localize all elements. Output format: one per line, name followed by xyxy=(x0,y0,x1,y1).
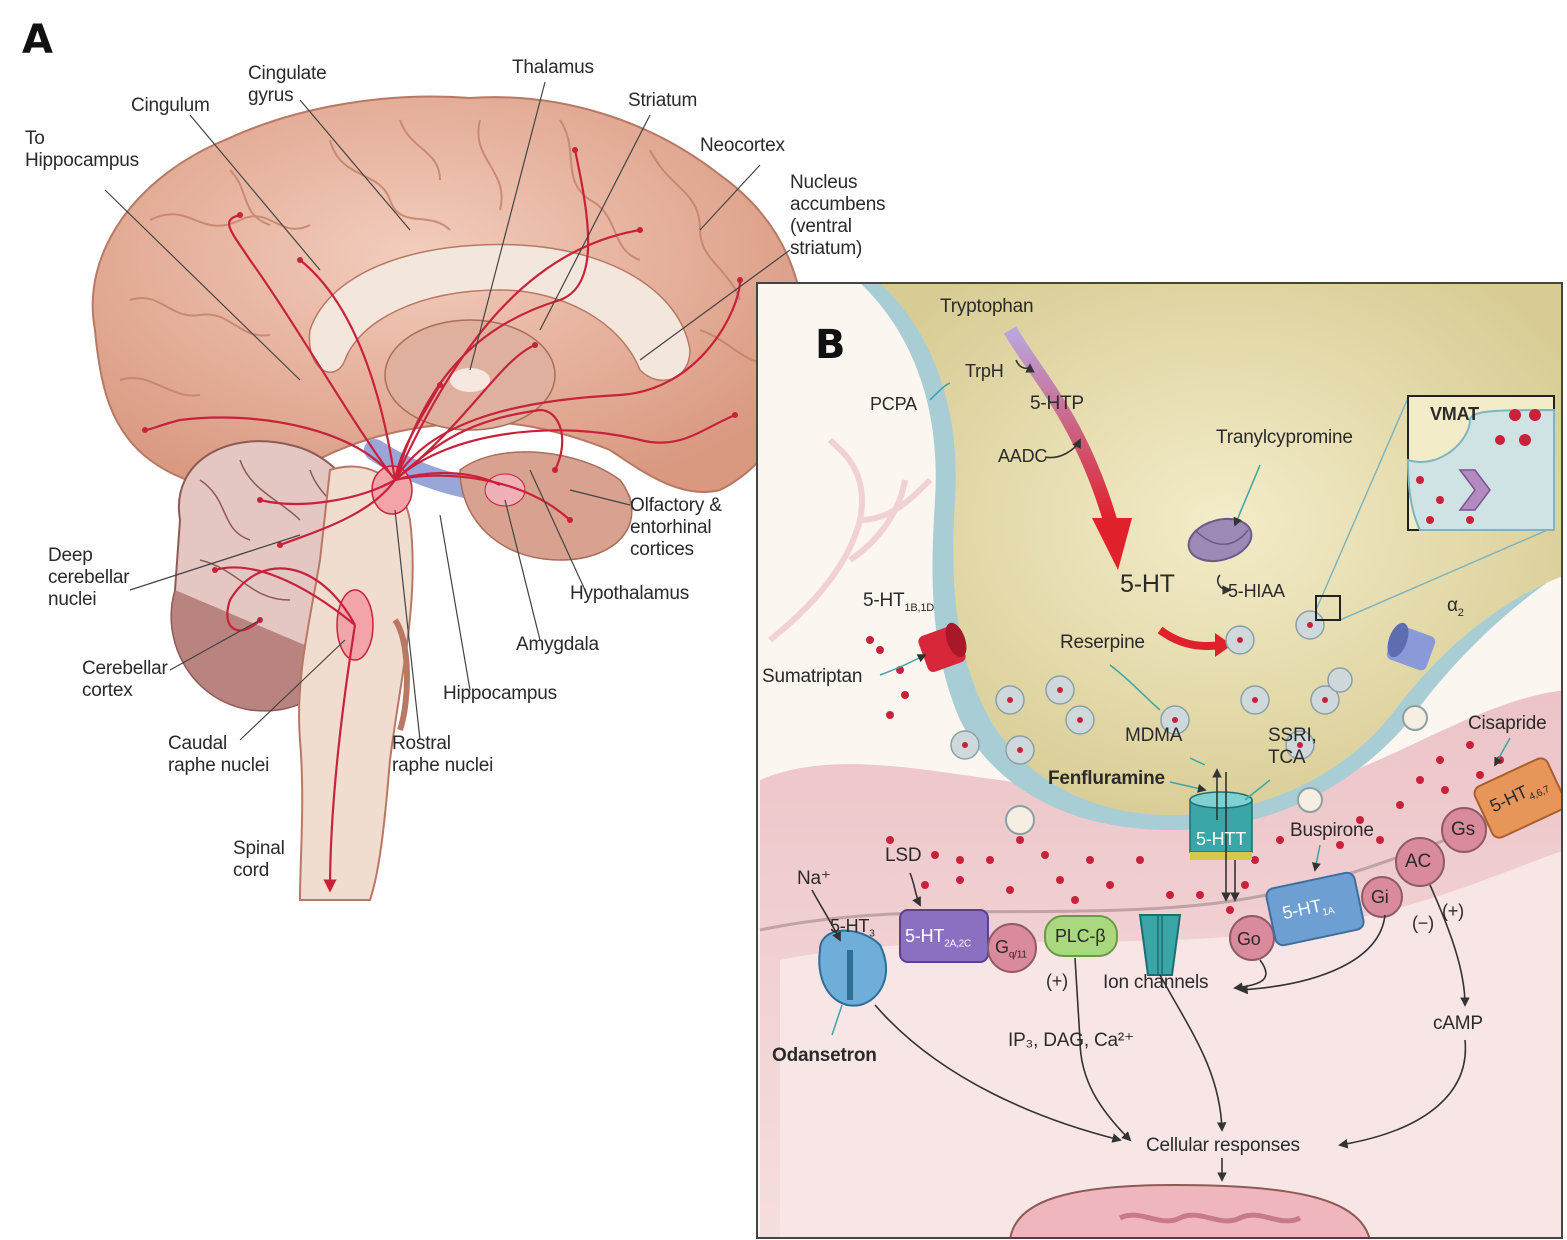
label-cingulate-gyrus: Cingulate gyrus xyxy=(248,63,326,107)
label-striatum: Striatum xyxy=(628,90,697,112)
label-5ht3: 5-HT3 xyxy=(830,915,875,946)
label-nucleus-accumbens: Nucleus accumbens (ventral striatum) xyxy=(790,172,885,260)
label-plus-ac: (+) xyxy=(1442,900,1464,922)
label-buspirone: Buspirone xyxy=(1290,820,1374,842)
label-spinal-cord: Spinal cord xyxy=(233,838,285,882)
label-vmat: VMAT xyxy=(1430,403,1479,425)
label-cingulum: Cingulum xyxy=(131,95,210,117)
label-rostral-raphe: Rostral raphe nuclei xyxy=(392,733,493,777)
label-5htt: 5-HTT xyxy=(1196,828,1246,850)
label-5ht2: 5-HT2A,2C xyxy=(905,925,971,956)
label-olfactory: Olfactory & entorhinal cortices xyxy=(630,495,722,561)
label-mdma: MDMA xyxy=(1125,725,1182,747)
label-gq11: Gq/11 xyxy=(995,936,1027,967)
label-hypothalamus: Hypothalamus xyxy=(570,583,689,605)
label-5ht3-sub: 3 xyxy=(869,929,874,940)
label-camp: cAMP xyxy=(1433,1013,1483,1035)
label-5ht467-sub: 4,6,7 xyxy=(1528,784,1552,803)
label-5hiaa: 5-HIAA xyxy=(1228,580,1285,602)
label-gi: Gi xyxy=(1371,886,1389,908)
label-cellular-responses: Cellular responses xyxy=(1146,1135,1300,1157)
label-plus-plc: (+) xyxy=(1046,970,1068,992)
synapse-panel xyxy=(757,283,1567,1240)
label-lsd: LSD xyxy=(885,845,921,867)
label-fenfluramine: Fenfluramine xyxy=(1048,768,1165,790)
label-amygdala: Amygdala xyxy=(516,634,599,656)
label-tryptophan: Tryptophan xyxy=(940,296,1033,318)
ion-channel xyxy=(1140,915,1180,975)
panel-b-label: B xyxy=(815,325,846,365)
brain-sagittal xyxy=(93,82,804,900)
label-reserpine: Reserpine xyxy=(1060,632,1145,654)
label-hippocampus: Hippocampus xyxy=(443,683,557,705)
label-neocortex: Neocortex xyxy=(700,135,785,157)
label-thalamus: Thalamus xyxy=(512,57,594,79)
label-ssri-tca: SSRI, TCA xyxy=(1268,725,1317,769)
label-ip3-dag-ca: IP₃, DAG, Ca²⁺ xyxy=(1008,1030,1134,1052)
label-aadc: AADC xyxy=(998,445,1047,467)
label-sumatriptan: Sumatriptan xyxy=(762,666,862,688)
label-gq11-base: G xyxy=(995,937,1009,957)
label-5ht2-base: 5-HT xyxy=(905,926,944,946)
label-alpha2: α2 xyxy=(1447,595,1464,624)
label-gs: Gs xyxy=(1451,819,1475,841)
label-caudal-raphe: Caudal raphe nuclei xyxy=(168,733,269,777)
label-cerebellar-cortex: Cerebellar cortex xyxy=(82,658,168,702)
label-pcpa: PCPA xyxy=(870,393,917,415)
label-ion-channels: Ion channels xyxy=(1103,972,1208,994)
label-gq11-sub: q/11 xyxy=(1009,950,1027,961)
label-5ht1b1d-base: 5-HT xyxy=(863,590,904,611)
label-5ht1b1d: 5-HT1B,1D xyxy=(863,590,934,619)
label-5ht2-sub: 2A,2C xyxy=(944,939,971,950)
label-trph: TrpH xyxy=(965,360,1004,382)
label-na: Na⁺ xyxy=(797,868,831,890)
label-alpha2-sub: 2 xyxy=(1458,607,1464,619)
label-tranylcypromine: Tranylcypromine xyxy=(1216,427,1353,449)
label-minus: (−) xyxy=(1412,912,1434,934)
label-deep-cerebellar: Deep cerebellar nuclei xyxy=(48,545,129,611)
label-odansetron: Odansetron xyxy=(772,1045,877,1067)
label-5htp: 5-HTP xyxy=(1030,393,1084,415)
label-5ht1a-sub: 1A xyxy=(1322,905,1336,918)
label-cisapride: Cisapride xyxy=(1468,713,1546,735)
label-go: Go xyxy=(1237,928,1261,950)
label-alpha2-base: α xyxy=(1447,595,1458,616)
panel-a-label: A xyxy=(22,20,53,60)
label-5ht: 5-HT xyxy=(1120,573,1175,595)
label-ac: AC xyxy=(1405,851,1431,873)
rostral-raphe-nuclei xyxy=(372,466,412,514)
label-to-hippocampus: To Hippocampus xyxy=(25,128,139,172)
label-5ht3-base: 5-HT xyxy=(830,916,869,936)
label-plc-beta: PLC-β xyxy=(1055,925,1105,947)
label-5ht1b1d-sub: 1B,1D xyxy=(904,602,934,614)
